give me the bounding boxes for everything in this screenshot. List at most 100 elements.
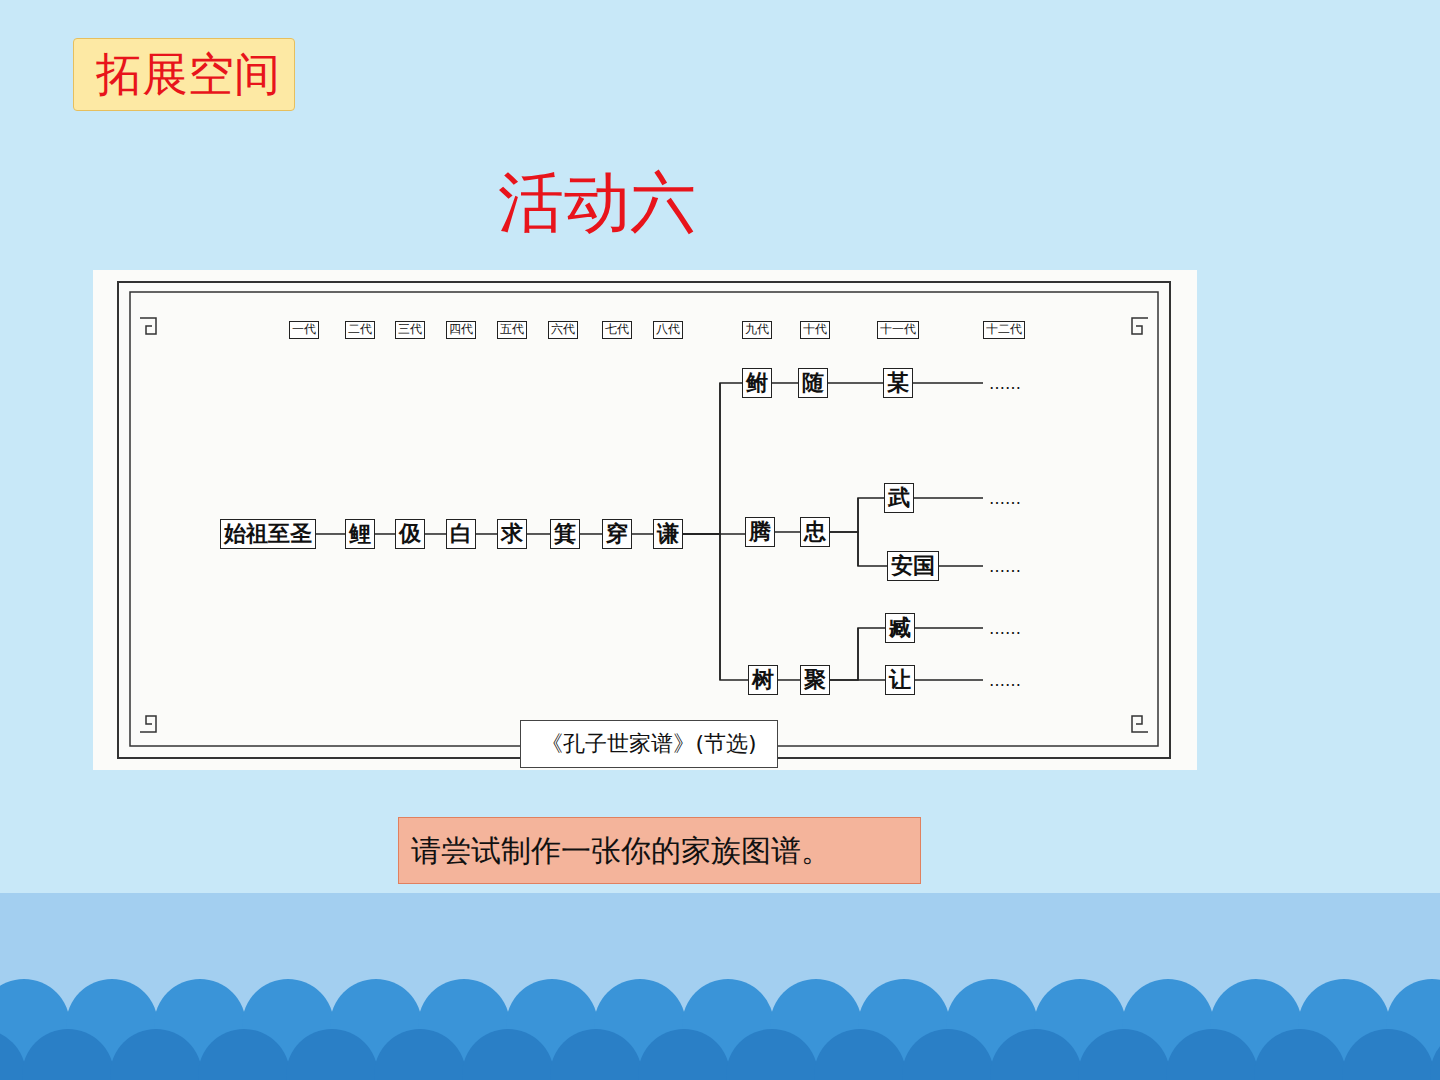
node-text: 伋 (399, 520, 421, 546)
continuation-dots: …… (987, 557, 1023, 576)
ancestor-box: 随 (798, 368, 828, 397)
frame-inner (130, 292, 1158, 746)
generation-label: 八代 (653, 321, 683, 339)
ancestor-box: 武 (884, 483, 914, 512)
ancestor-box: 臧 (885, 613, 915, 642)
node-text: 求 (501, 520, 523, 546)
ancestor-box: 某 (883, 368, 913, 397)
node-text: 始祖至圣 (224, 520, 312, 546)
lineage-line (830, 679, 885, 681)
lineage-line (527, 533, 550, 535)
node-text: 安国 (891, 552, 935, 578)
generation-label: 四代 (446, 321, 476, 339)
lineage-line (683, 534, 748, 680)
wave (726, 1029, 818, 1080)
lineage-line (580, 533, 602, 535)
node-text: 某 (887, 369, 909, 395)
node-text: 鲤 (349, 520, 371, 546)
generation-label: 三代 (395, 321, 425, 339)
node-text: 随 (802, 369, 824, 395)
node-text: 树 (752, 666, 774, 692)
ancestor-box: 忠 (800, 517, 830, 546)
lineage-line (772, 382, 798, 384)
ancestor-box: 聚 (800, 665, 830, 694)
continuation-dots: …… (987, 619, 1023, 638)
wave (1430, 1029, 1440, 1080)
activity-title: 活动六 (498, 158, 696, 248)
wave (902, 1029, 994, 1080)
section-banner: 拓展空间 (73, 38, 295, 111)
chart-paper (93, 270, 1197, 770)
wave (1078, 1029, 1170, 1080)
generation-label: 五代 (497, 321, 527, 339)
lineage-line (830, 628, 885, 680)
generation-label: 十二代 (983, 321, 1025, 339)
lineage-line (683, 383, 742, 534)
waves (0, 979, 1440, 1080)
wave (1342, 1029, 1434, 1080)
lineage-line (775, 531, 800, 533)
ancestor-box: 谦 (653, 519, 683, 548)
leader-line (914, 497, 983, 499)
lineage-line (828, 382, 883, 384)
node-text: 让 (889, 666, 911, 692)
node-text: 忠 (804, 518, 826, 544)
node-text: 腾 (749, 518, 771, 544)
ancestor-box: 鲤 (345, 519, 375, 548)
node-text: 谦 (657, 520, 679, 546)
ancestor-box: 穿 (602, 519, 632, 548)
generation-label: 一代 (289, 321, 319, 339)
lineage-line (316, 533, 345, 535)
lineage-line (375, 533, 395, 535)
ancestor-box: 求 (497, 519, 527, 548)
leader-line (913, 382, 983, 384)
lineage-line (476, 533, 497, 535)
wave (374, 1029, 466, 1080)
frame-corners (140, 318, 1148, 732)
wave (22, 1029, 114, 1080)
node-text: 武 (888, 484, 910, 510)
ancestor-box: 伋 (395, 519, 425, 548)
leader-line (915, 679, 983, 681)
chart-caption: 《孔子世家谱》(节选) (520, 720, 777, 768)
wave (550, 1029, 642, 1080)
wave (990, 1029, 1082, 1080)
generation-label: 七代 (602, 321, 632, 339)
wave (814, 1029, 906, 1080)
wave (462, 1029, 554, 1080)
leader-line (915, 627, 983, 629)
leader-lines (913, 383, 983, 680)
node-text: 箕 (554, 520, 576, 546)
node-text: 聚 (804, 666, 826, 692)
ancestor-box: 鲋 (742, 368, 772, 397)
ancestor-box: 白 (446, 519, 476, 548)
lineage-line (778, 679, 800, 681)
lineage-line (425, 533, 446, 535)
lineage-line (632, 533, 653, 535)
node-text: 拓展空间 (96, 47, 280, 101)
continuation-dots: …… (987, 374, 1023, 393)
ancestor-box: 让 (885, 665, 915, 694)
wave (110, 1029, 202, 1080)
generation-label: 九代 (742, 321, 772, 339)
continuation-dots: …… (987, 489, 1023, 508)
node-text: 白 (450, 520, 472, 546)
leader-line (939, 565, 983, 567)
task-box: 请尝试制作一张你的家族图谱。 (398, 817, 921, 884)
frame-outer (118, 282, 1170, 758)
ancestor-box: 始祖至圣 (220, 519, 316, 548)
wave (638, 1029, 730, 1080)
generation-label: 六代 (548, 321, 578, 339)
ancestor-box: 树 (748, 665, 778, 694)
node-text: 鲋 (746, 369, 768, 395)
lineage-line (830, 532, 887, 566)
lineage-line (830, 498, 884, 532)
ancestor-box: 安国 (887, 551, 939, 580)
generation-label: 十代 (800, 321, 830, 339)
ancestor-box: 箕 (550, 519, 580, 548)
continuation-dots: …… (987, 671, 1023, 690)
generation-label: 十一代 (877, 321, 919, 339)
